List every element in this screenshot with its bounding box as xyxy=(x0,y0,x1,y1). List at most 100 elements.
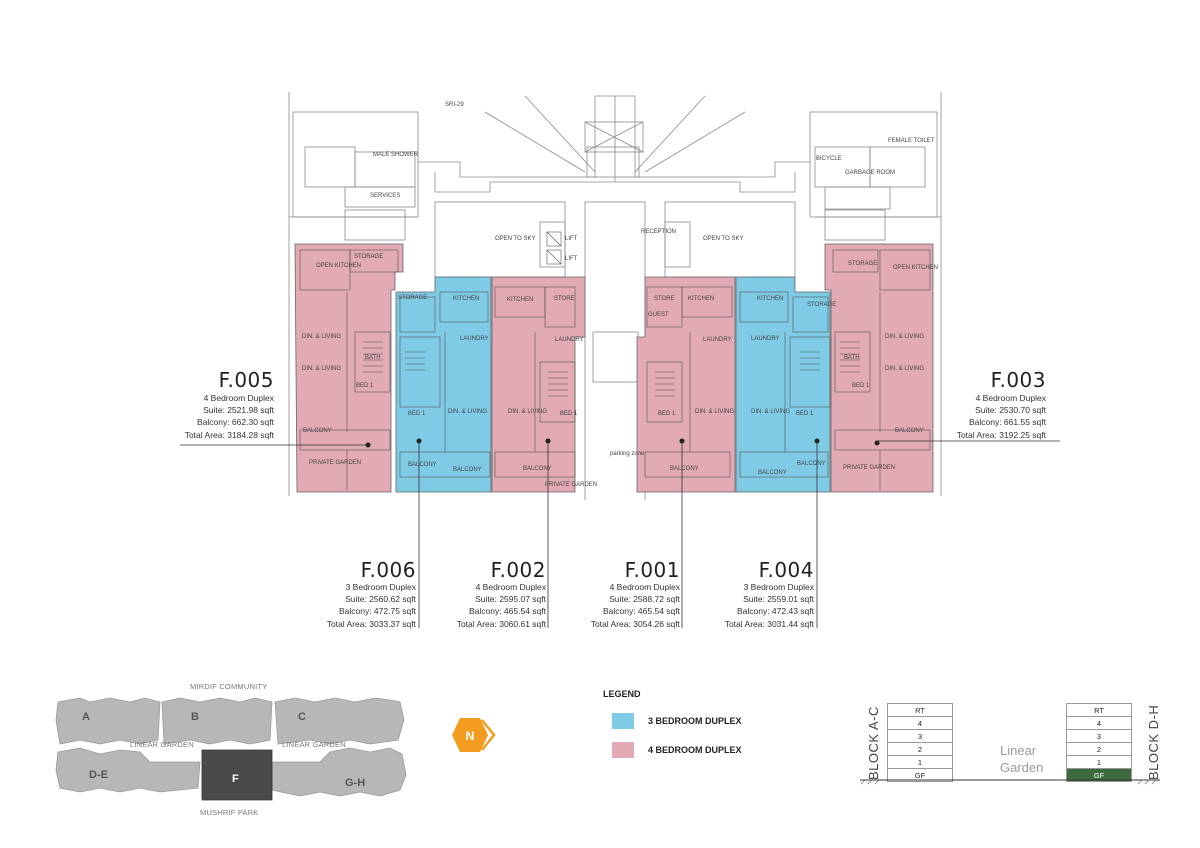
unit-f004-details: 3 Bedroom Duplex Suite: 2559.01 sqft Bal… xyxy=(674,581,814,630)
unit-f003-total: Total Area: 3192.25 sqft xyxy=(956,429,1046,440)
keyplan-bottom-label: MUSHRIF PARK xyxy=(200,808,259,817)
room-private-garden-f005: PRIVATE GARDEN xyxy=(309,460,362,466)
unit-f006-total: Total Area: 3033.37 sqft xyxy=(326,618,416,629)
unit-f004-fill xyxy=(735,276,831,493)
room-laundry-f001: LAUNDRY xyxy=(703,337,732,343)
section-linear-garden-line1: Linear xyxy=(1000,743,1037,758)
block-gh-shape xyxy=(271,747,407,797)
unit-f006-fill xyxy=(395,276,492,493)
block-f-shape xyxy=(201,749,273,801)
unit-f003-details: 4 Bedroom Duplex Suite: 2530.70 sqft Bal… xyxy=(910,392,1046,441)
room-bicycle: BICYCLE xyxy=(816,156,842,162)
unit-f006-details: 3 Bedroom Duplex Suite: 2560.62 sqft Bal… xyxy=(276,581,416,630)
right-floor-rt: RT xyxy=(1066,703,1132,717)
section-ground-line xyxy=(860,779,1160,785)
unit-f004-type: 3 Bedroom Duplex xyxy=(743,582,814,592)
unit-f001-details: 4 Bedroom Duplex Suite: 2588.72 sqft Bal… xyxy=(540,581,680,630)
unit-f001-type: 4 Bedroom Duplex xyxy=(609,582,680,592)
room-laundry-f004: LAUNDRY xyxy=(751,336,780,342)
unit-f006-balcony: Balcony: 472.75 sqft xyxy=(338,606,416,617)
room-kitchen-f004: KITCHEN xyxy=(757,296,784,302)
unit-f006-code: F.006 xyxy=(360,558,416,582)
room-bed1-f002: BED 1 xyxy=(560,411,578,417)
room-services: SERVICES xyxy=(370,193,401,199)
room-open-to-sky-right: OPEN TO SKY xyxy=(703,236,744,242)
block-c-label: C xyxy=(298,711,306,723)
room-reception: RECEPTION xyxy=(641,229,677,235)
room-laundry-f002: LAUNDRY xyxy=(555,337,584,343)
compass-letter: N xyxy=(466,729,475,743)
unit-f002-fill xyxy=(491,276,586,493)
unit-f001-area xyxy=(636,276,736,493)
unit-f004-code: F.004 xyxy=(758,558,814,582)
unit-f005-details: 4 Bedroom Duplex Suite: 2521.98 sqft Bal… xyxy=(140,392,274,441)
block-de-shape xyxy=(55,747,201,793)
unit-f003-code: F.003 xyxy=(990,368,1046,392)
unit-f003-type: 4 Bedroom Duplex xyxy=(975,393,1046,403)
keyplan-middle-left-label: LINEAR GARDEN xyxy=(130,740,194,749)
legend-swatch-3br xyxy=(612,713,634,729)
room-bed1-f005: BED 1 xyxy=(356,383,374,389)
plan-code-label: SRI-29 xyxy=(445,102,464,108)
room-din-living-f006: DIN. & LIVING xyxy=(448,409,488,415)
room-storage-f006: STORAGE xyxy=(398,295,428,301)
right-floor-4: 4 xyxy=(1066,716,1132,730)
room-bed1-f004: BED 1 xyxy=(796,411,814,417)
room-lift-1: LIFT xyxy=(565,236,578,242)
room-lift-2: LIFT xyxy=(565,256,578,262)
unit-f002-suite: Suite: 2595.07 sqft xyxy=(475,594,546,605)
section-left-floors: RT 4 3 2 1 GF xyxy=(887,703,953,782)
room-balcony-f006-b: BALCONY xyxy=(453,467,482,473)
room-balcony-f005: BALCONY xyxy=(303,428,332,434)
unit-f005-code: F.005 xyxy=(218,368,274,392)
block-de-label: D-E xyxy=(89,769,108,781)
unit-f001-balcony: Balcony: 465.54 sqft xyxy=(602,606,680,617)
right-floor-3: 3 xyxy=(1066,729,1132,743)
room-private-garden-f003: PRIVATE GARDEN xyxy=(843,465,896,471)
room-store-f002: STORE xyxy=(554,296,575,302)
room-store-f001: STORE xyxy=(654,296,675,302)
unit-f006-type: 3 Bedroom Duplex xyxy=(345,582,416,592)
room-storage-f003: STORAGE xyxy=(848,261,878,267)
section-right-label: BLOCK D-H xyxy=(1146,704,1161,780)
room-balcony-f002: BALCONY xyxy=(523,466,552,472)
legend-swatch-4br xyxy=(612,742,634,758)
room-balcony-f001: BALCONY xyxy=(670,466,699,472)
room-balcony-f003: BALCONY xyxy=(895,428,924,434)
room-kitchen-f002: KITCHEN xyxy=(507,297,534,303)
block-c-shape xyxy=(274,697,405,745)
section-right-floors: RT 4 3 2 1 GF xyxy=(1066,703,1132,782)
unit-f002-total: Total Area: 3060.61 sqft xyxy=(456,618,546,629)
unit-f004-suite: Suite: 2559.01 sqft xyxy=(743,594,814,605)
room-bed1-f001: BED 1 xyxy=(658,411,676,417)
unit-f001-total: Total Area: 3054.26 sqft xyxy=(590,618,680,629)
room-open-to-sky-left: OPEN TO SKY xyxy=(495,236,536,242)
room-laundry-f006: LAUNDRY xyxy=(460,336,489,342)
room-garbage: GARBAGE ROOM xyxy=(845,170,896,176)
keyplan-middle-right-label: LINEAR GARDEN xyxy=(282,740,346,749)
right-floor-2: 2 xyxy=(1066,742,1132,756)
unit-f003-suite: Suite: 2530.70 sqft xyxy=(975,405,1046,416)
unit-f001-code: F.001 xyxy=(624,558,680,582)
room-female-toilet: FEMALE TOILET xyxy=(888,138,935,144)
room-balcony-f006-a: BALCONY xyxy=(408,462,437,468)
room-open-kitchen-f003: OPEN KITCHEN xyxy=(893,265,939,271)
left-floor-3: 3 xyxy=(887,729,953,743)
room-bath-f005: BATH xyxy=(365,355,381,361)
section-left-label: BLOCK A-C xyxy=(866,706,881,780)
room-din-living-f001: DIN. & LIVING xyxy=(695,409,735,415)
section-linear-garden-line2: Garden xyxy=(1000,760,1044,775)
room-male-shower: MALE SHOWER xyxy=(373,152,419,158)
room-storage-f005: STORAGE xyxy=(354,254,384,260)
left-floor-4: 4 xyxy=(887,716,953,730)
floor-plan xyxy=(288,92,942,500)
room-bath-f003: BATH xyxy=(844,355,860,361)
room-parking-zone: parking zone xyxy=(610,451,645,457)
unit-f002-details: 4 Bedroom Duplex Suite: 2595.07 sqft Bal… xyxy=(406,581,546,630)
room-private-garden-f002: PRIVATE GARDEN xyxy=(545,482,598,488)
unit-f002-area xyxy=(491,276,586,493)
room-kitchen-f006: KITCHEN xyxy=(453,296,480,302)
key-plan xyxy=(55,697,407,801)
unit-f006-area xyxy=(395,276,492,493)
keyplan-top-label: MIRDIF COMMUNITY xyxy=(190,682,268,691)
